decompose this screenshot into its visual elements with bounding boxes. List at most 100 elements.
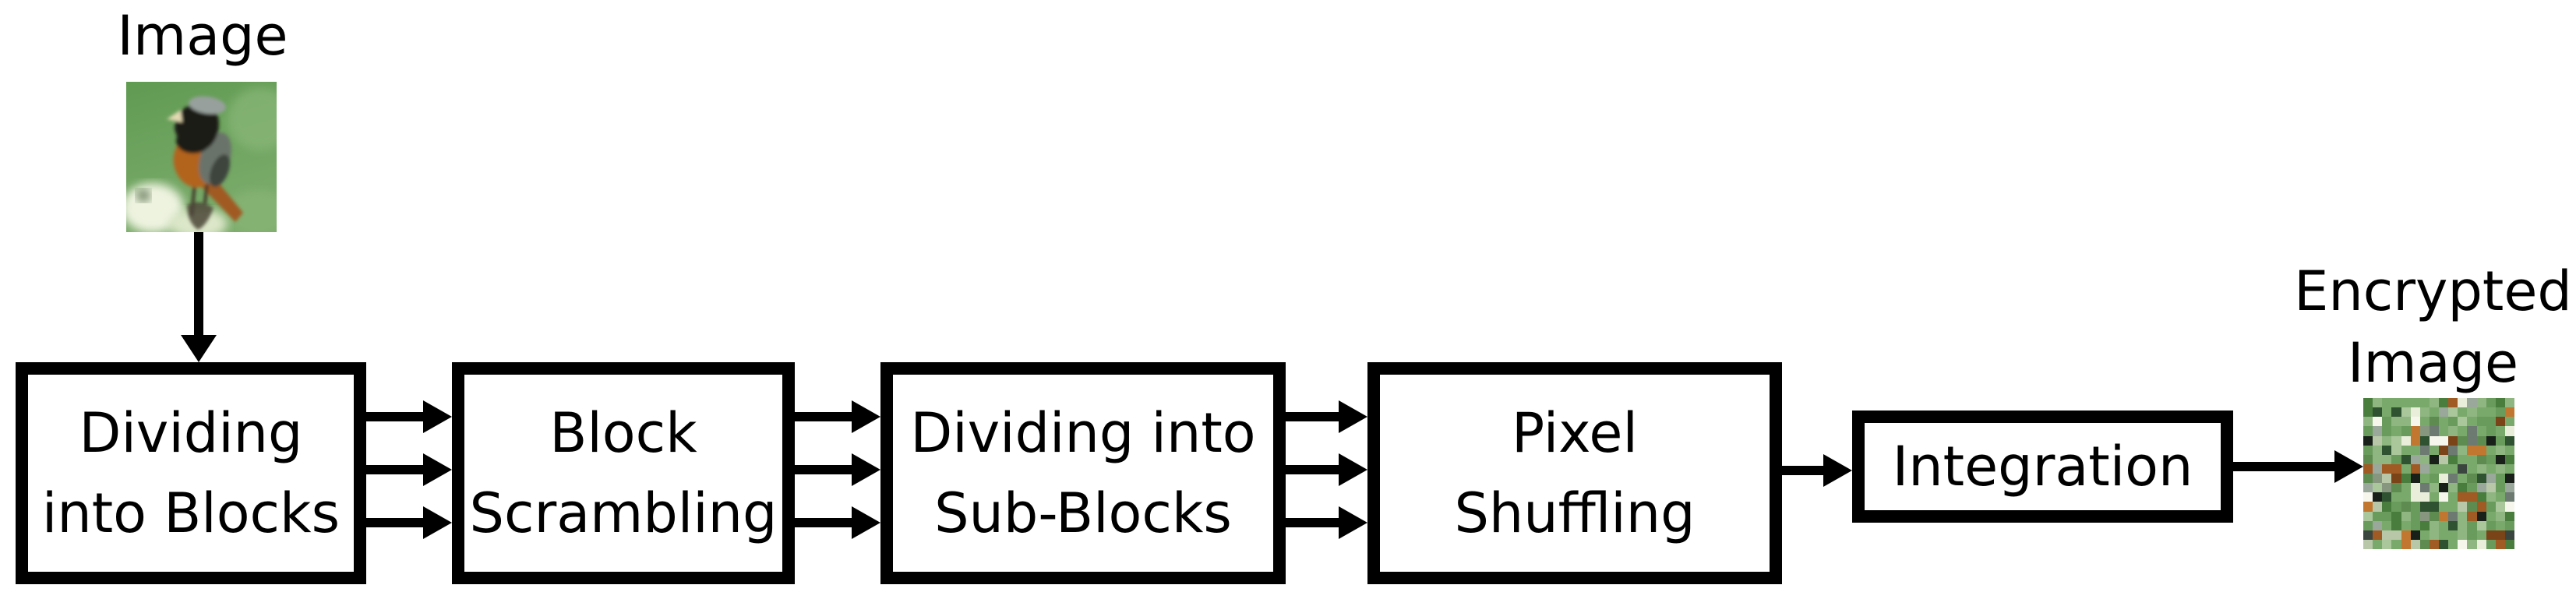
- mosaic-cell: [2439, 539, 2449, 549]
- mosaic-cell: [2486, 445, 2496, 455]
- mosaic-cell: [2458, 502, 2468, 512]
- mosaic-cell: [2439, 520, 2449, 530]
- mosaic-cell: [2504, 530, 2514, 540]
- mosaic-cell: [2486, 520, 2496, 530]
- mosaic-cell: [2419, 511, 2430, 521]
- mosaic-cell: [2401, 520, 2411, 530]
- mosaic-cell: [2419, 426, 2430, 436]
- mosaic-cell: [2410, 530, 2420, 540]
- mosaic-cell: [2458, 454, 2468, 464]
- flow-step-dividing-into-blocks: Dividing into Blocks: [16, 362, 366, 584]
- mosaic-cell: [2363, 530, 2373, 540]
- mosaic-cell: [2476, 530, 2486, 540]
- mosaic-cell: [2439, 454, 2449, 464]
- arrow-right-shaft: [366, 412, 423, 421]
- arrow-right-shaft: [795, 465, 852, 474]
- bird-wing-dark: [209, 154, 231, 187]
- mosaic-cell: [2495, 474, 2505, 484]
- mosaic-cell: [2382, 398, 2392, 408]
- mosaic-cell: [2410, 426, 2420, 436]
- mosaic-cell: [2458, 483, 2468, 493]
- mosaic-cell: [2363, 483, 2373, 493]
- mosaic-cell: [2439, 483, 2449, 493]
- mosaic-cell: [2504, 426, 2514, 436]
- mosaic-cell: [2401, 483, 2411, 493]
- mosaic-cell: [2504, 445, 2514, 455]
- mosaic-cell: [2467, 502, 2477, 512]
- mosaic-cell: [2363, 539, 2373, 549]
- mosaic-cell: [2401, 511, 2411, 521]
- mosaic-cell: [2448, 511, 2458, 521]
- mosaic-cell: [2504, 417, 2514, 427]
- input-image-label: Image: [117, 4, 288, 68]
- mosaic-cell: [2439, 426, 2449, 436]
- arrow-right-shaft: [1782, 466, 1823, 475]
- box-text-line: Scrambling: [469, 481, 778, 545]
- mosaic-cell: [2391, 454, 2401, 464]
- mosaic-cell: [2382, 474, 2392, 484]
- arrow-right-head-icon: [852, 453, 880, 486]
- mosaic-cell: [2476, 492, 2486, 502]
- mosaic-cell: [2363, 445, 2373, 455]
- mosaic-cell: [2363, 435, 2373, 446]
- arrow-right-head-icon: [2334, 450, 2363, 483]
- mosaic-cell: [2495, 483, 2505, 493]
- mosaic-cell: [2429, 407, 2439, 418]
- flower-shadow: [136, 189, 150, 202]
- mosaic-cell: [2486, 502, 2496, 512]
- bird-photo-illustration: [126, 82, 277, 232]
- mosaic-cell: [2382, 502, 2392, 512]
- mosaic-cell: [2467, 417, 2477, 427]
- mosaic-cell: [2401, 435, 2411, 446]
- mosaic-cell: [2429, 463, 2439, 474]
- mosaic-cell: [2391, 502, 2401, 512]
- mosaic-cell: [2401, 530, 2411, 540]
- mosaic-cell: [2495, 511, 2505, 521]
- mosaic-cell: [2458, 463, 2468, 474]
- mosaic-cell: [2495, 426, 2505, 436]
- mosaic-cell: [2429, 502, 2439, 512]
- mosaic-cell: [2448, 398, 2458, 408]
- mosaic-cell: [2391, 426, 2401, 436]
- mosaic-cell: [2410, 520, 2420, 530]
- mosaic-cell: [2382, 435, 2392, 446]
- arrow-right-head-icon: [852, 506, 880, 539]
- mosaic-cell: [2391, 530, 2401, 540]
- encrypted-image-label-line1: Encrypted: [2294, 259, 2572, 323]
- mosaic-cell: [2401, 539, 2411, 549]
- mosaic-cell: [2401, 454, 2411, 464]
- flow-step-pixel-shuffling: Pixel Shuffling: [1367, 362, 1782, 584]
- mosaic-cell: [2419, 417, 2430, 427]
- mosaic-cell: [2504, 539, 2514, 549]
- mosaic-cell: [2504, 511, 2514, 521]
- mosaic-cell: [2429, 511, 2439, 521]
- mosaic-cell: [2458, 539, 2468, 549]
- mosaic-cell: [2504, 520, 2514, 530]
- mosaic-cell: [2448, 474, 2458, 484]
- mosaic-cell: [2373, 435, 2383, 446]
- mosaic-cell: [2439, 492, 2449, 502]
- mosaic-cell: [2419, 398, 2430, 408]
- mosaic-cell: [2504, 407, 2514, 418]
- mosaic-cell: [2439, 417, 2449, 427]
- mosaic-cell: [2448, 502, 2458, 512]
- mosaic-cell: [2373, 417, 2383, 427]
- mosaic-cell: [2439, 398, 2449, 408]
- mosaic-cell: [2439, 407, 2449, 418]
- arrow-right-shaft: [1286, 412, 1339, 421]
- mosaic-cell: [2467, 435, 2477, 446]
- arrow-right-head-icon: [1339, 400, 1367, 433]
- mosaic-cell: [2467, 463, 2477, 474]
- perch-twig: [187, 202, 213, 230]
- mosaic-cell: [2410, 454, 2420, 464]
- mosaic-cell: [2419, 539, 2430, 549]
- bird-throat: [176, 129, 210, 153]
- mosaic-cell: [2363, 407, 2373, 418]
- mosaic-cell: [2382, 445, 2392, 455]
- bird-beak: [167, 110, 182, 122]
- mosaic-cell: [2391, 398, 2401, 408]
- mosaic-cell: [2401, 426, 2411, 436]
- mosaic-cell: [2486, 398, 2496, 408]
- mosaic-cell: [2373, 474, 2383, 484]
